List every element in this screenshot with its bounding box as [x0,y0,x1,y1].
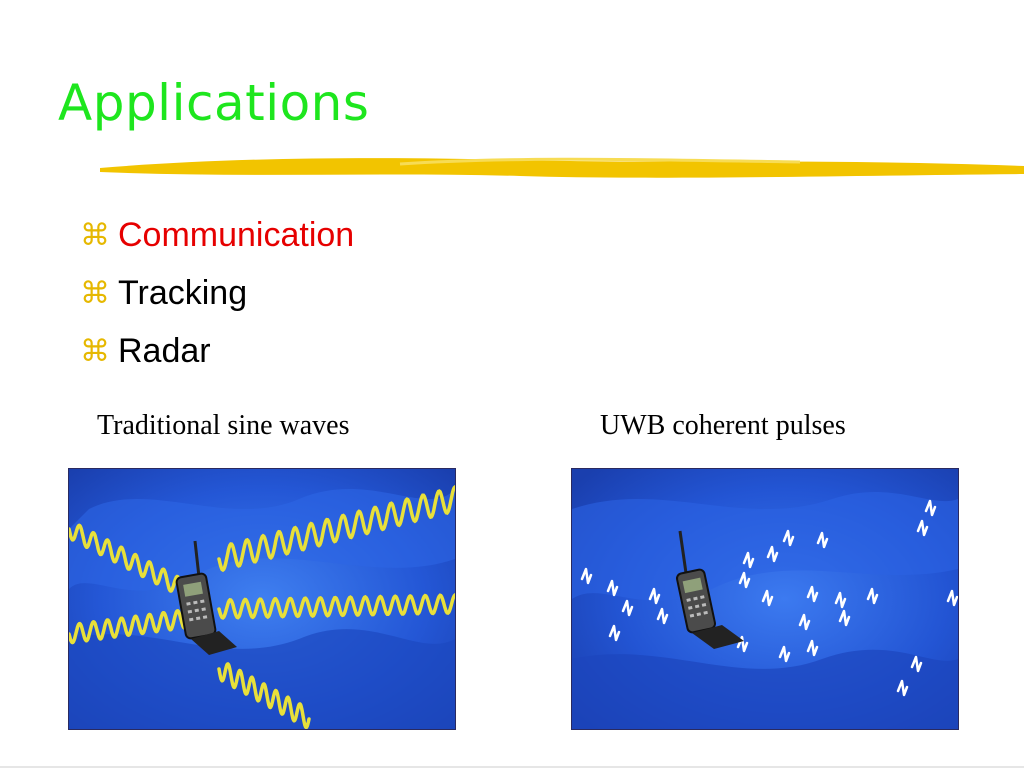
sine-wave [217,485,455,573]
pulse-icon [621,599,634,617]
bullet-label: Tracking [118,273,248,312]
bullet-label: Communication [118,215,355,254]
cell-phone-icon [175,540,237,655]
cell-phone-icon [675,530,744,649]
pulse-icon [648,587,661,605]
pulse-icon [778,645,791,663]
left-figure-caption: Traditional sine waves [97,410,350,441]
pulse-icon [916,519,929,537]
bullet-list: ⌘ Communication ⌘ Tracking ⌘ Radar [80,206,354,380]
pulse-icon [866,587,879,605]
pulse-icon [838,609,851,627]
sine-wave [69,523,186,600]
pulse-icon [910,655,923,673]
pulse-icon [738,571,751,589]
bullet-item-tracking: ⌘ Tracking [80,264,354,322]
title-underline [100,157,1024,178]
sine-wave [217,662,311,729]
pulse-icon [742,551,755,569]
right-figure-caption: UWB coherent pulses [600,410,846,441]
bullet-item-communication: ⌘ Communication [80,206,354,264]
command-key-icon: ⌘ [80,217,110,253]
sine-wave [69,609,186,645]
pulse-icon [896,679,909,697]
pulse-icon [834,591,847,609]
pulse-icon [924,499,937,517]
pulse-icon [608,624,621,642]
sine-wave [217,593,455,620]
pulse-icon [782,529,795,547]
bullet-item-radar: ⌘ Radar [80,322,354,380]
pulse-icon [806,639,819,657]
command-key-icon: ⌘ [80,275,110,311]
pulse-icon [656,607,669,625]
pulse-icon [606,579,619,597]
slide-title: Applications [58,74,370,132]
pulse-icon [806,585,819,603]
pulse-icon [580,567,593,585]
pulse-icon [766,545,779,563]
sine-waves-image [69,469,455,729]
uwb-pulses-image [572,469,958,729]
sine-waves-illustration [68,468,456,730]
footer-rule [0,766,1024,768]
command-key-icon: ⌘ [80,333,110,369]
pulse-icon [946,589,958,607]
pulse-icon [816,531,829,549]
pulse-icon [798,613,811,631]
uwb-pulses-illustration [571,468,959,730]
pulse-icon [761,589,774,607]
bullet-label: Radar [118,331,211,370]
